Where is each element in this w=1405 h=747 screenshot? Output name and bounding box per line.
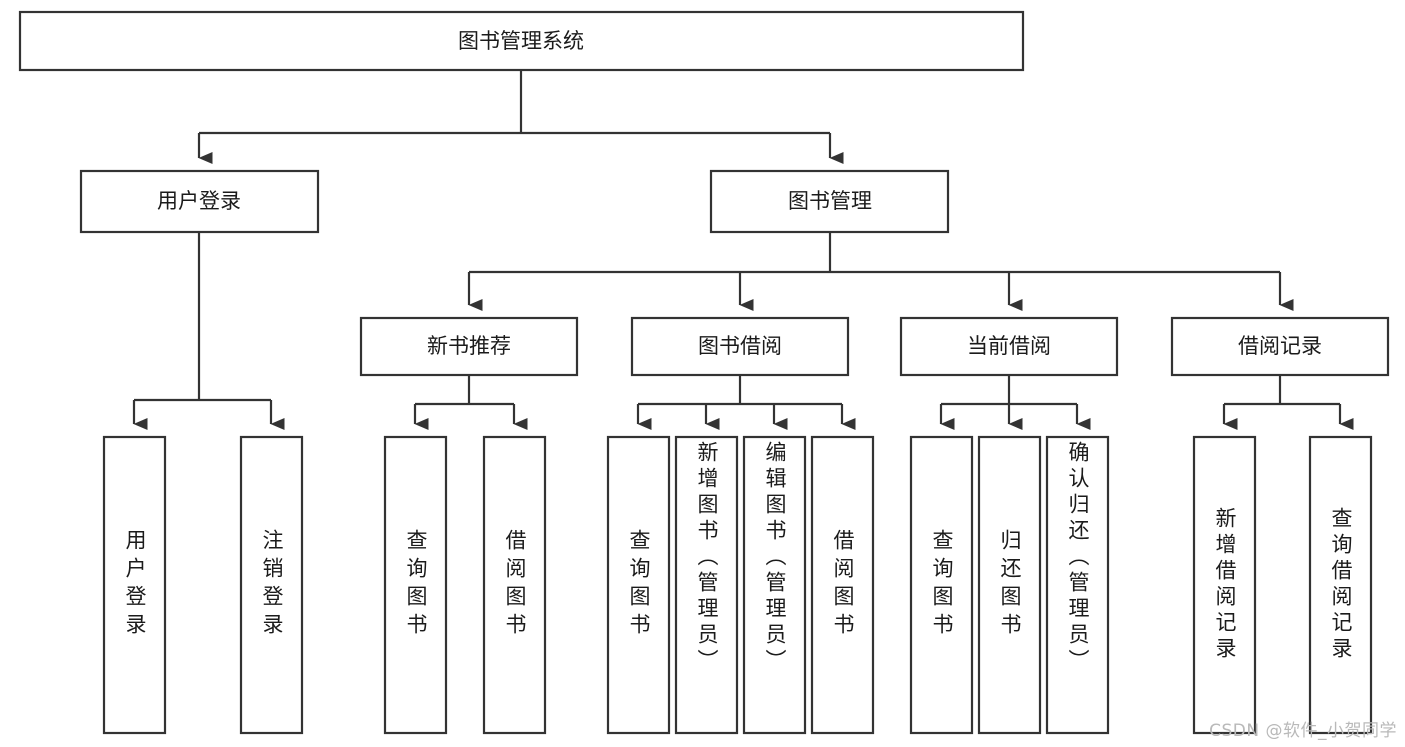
connector-book-management-to-level2 (467, 232, 1294, 311)
leaf-box-book-borrow-0[interactable] (606, 435, 671, 735)
node-current-borrow-label: 当前借阅 (967, 334, 1051, 358)
connector-current-borrow-to-leaves (939, 375, 1091, 430)
connector-root-to-level1 (197, 70, 844, 164)
node-user-login-label: 用户登录 (157, 189, 241, 213)
connector-user-login-to-leaves (132, 232, 285, 430)
node-book-management-label: 图书管理 (788, 189, 872, 213)
node-user-login[interactable]: 用户登录 (79, 169, 320, 234)
leaf-box-book-borrow-3[interactable] (810, 435, 875, 735)
node-root-label: 图书管理系统 (458, 29, 584, 53)
node-book-borrow-label: 图书借阅 (698, 334, 782, 358)
csdn-watermark: CSDN @软件_小贺同学 (1209, 721, 1397, 741)
node-user-login-box[interactable] (79, 169, 320, 234)
leaf-box-user-login-1[interactable] (239, 435, 304, 735)
leaf-box-current-borrow-0[interactable] (909, 435, 974, 735)
node-borrow-record[interactable]: 借阅记录 (1170, 316, 1390, 377)
connector-borrow-record-to-leaves (1222, 375, 1354, 430)
leaf-box-current-borrow-1[interactable] (977, 435, 1042, 735)
node-book-borrow[interactable]: 图书借阅 (630, 316, 850, 377)
connector-new-book-recommend-to-leaves (413, 375, 528, 430)
node-current-borrow-box[interactable] (899, 316, 1119, 377)
node-new-book-recommend-label: 新书推荐 (427, 334, 511, 358)
leaf-box-borrow-record-1[interactable] (1308, 435, 1373, 735)
leaf-box-book-borrow-2[interactable] (742, 435, 807, 735)
node-new-book-recommend-box[interactable] (359, 316, 579, 377)
leaf-box-book-borrow-1[interactable] (674, 435, 739, 735)
leaf-box-new-book-0[interactable] (383, 435, 448, 735)
node-borrow-record-label: 借阅记录 (1238, 334, 1322, 358)
leaf-box-current-borrow-2[interactable] (1045, 435, 1110, 735)
leaf-box-new-book-1[interactable] (482, 435, 547, 735)
node-root-box[interactable] (18, 10, 1025, 72)
node-root[interactable]: 图书管理系统 (18, 10, 1025, 72)
node-current-borrow[interactable]: 当前借阅 (899, 316, 1119, 377)
leaf-box-borrow-record-0[interactable] (1192, 435, 1257, 735)
node-new-book-recommend[interactable]: 新书推荐 (359, 316, 579, 377)
leaf-box-user-login-0[interactable] (102, 435, 167, 735)
node-book-management[interactable]: 图书管理 (709, 169, 950, 234)
connector-book-borrow-to-leaves (636, 375, 856, 430)
